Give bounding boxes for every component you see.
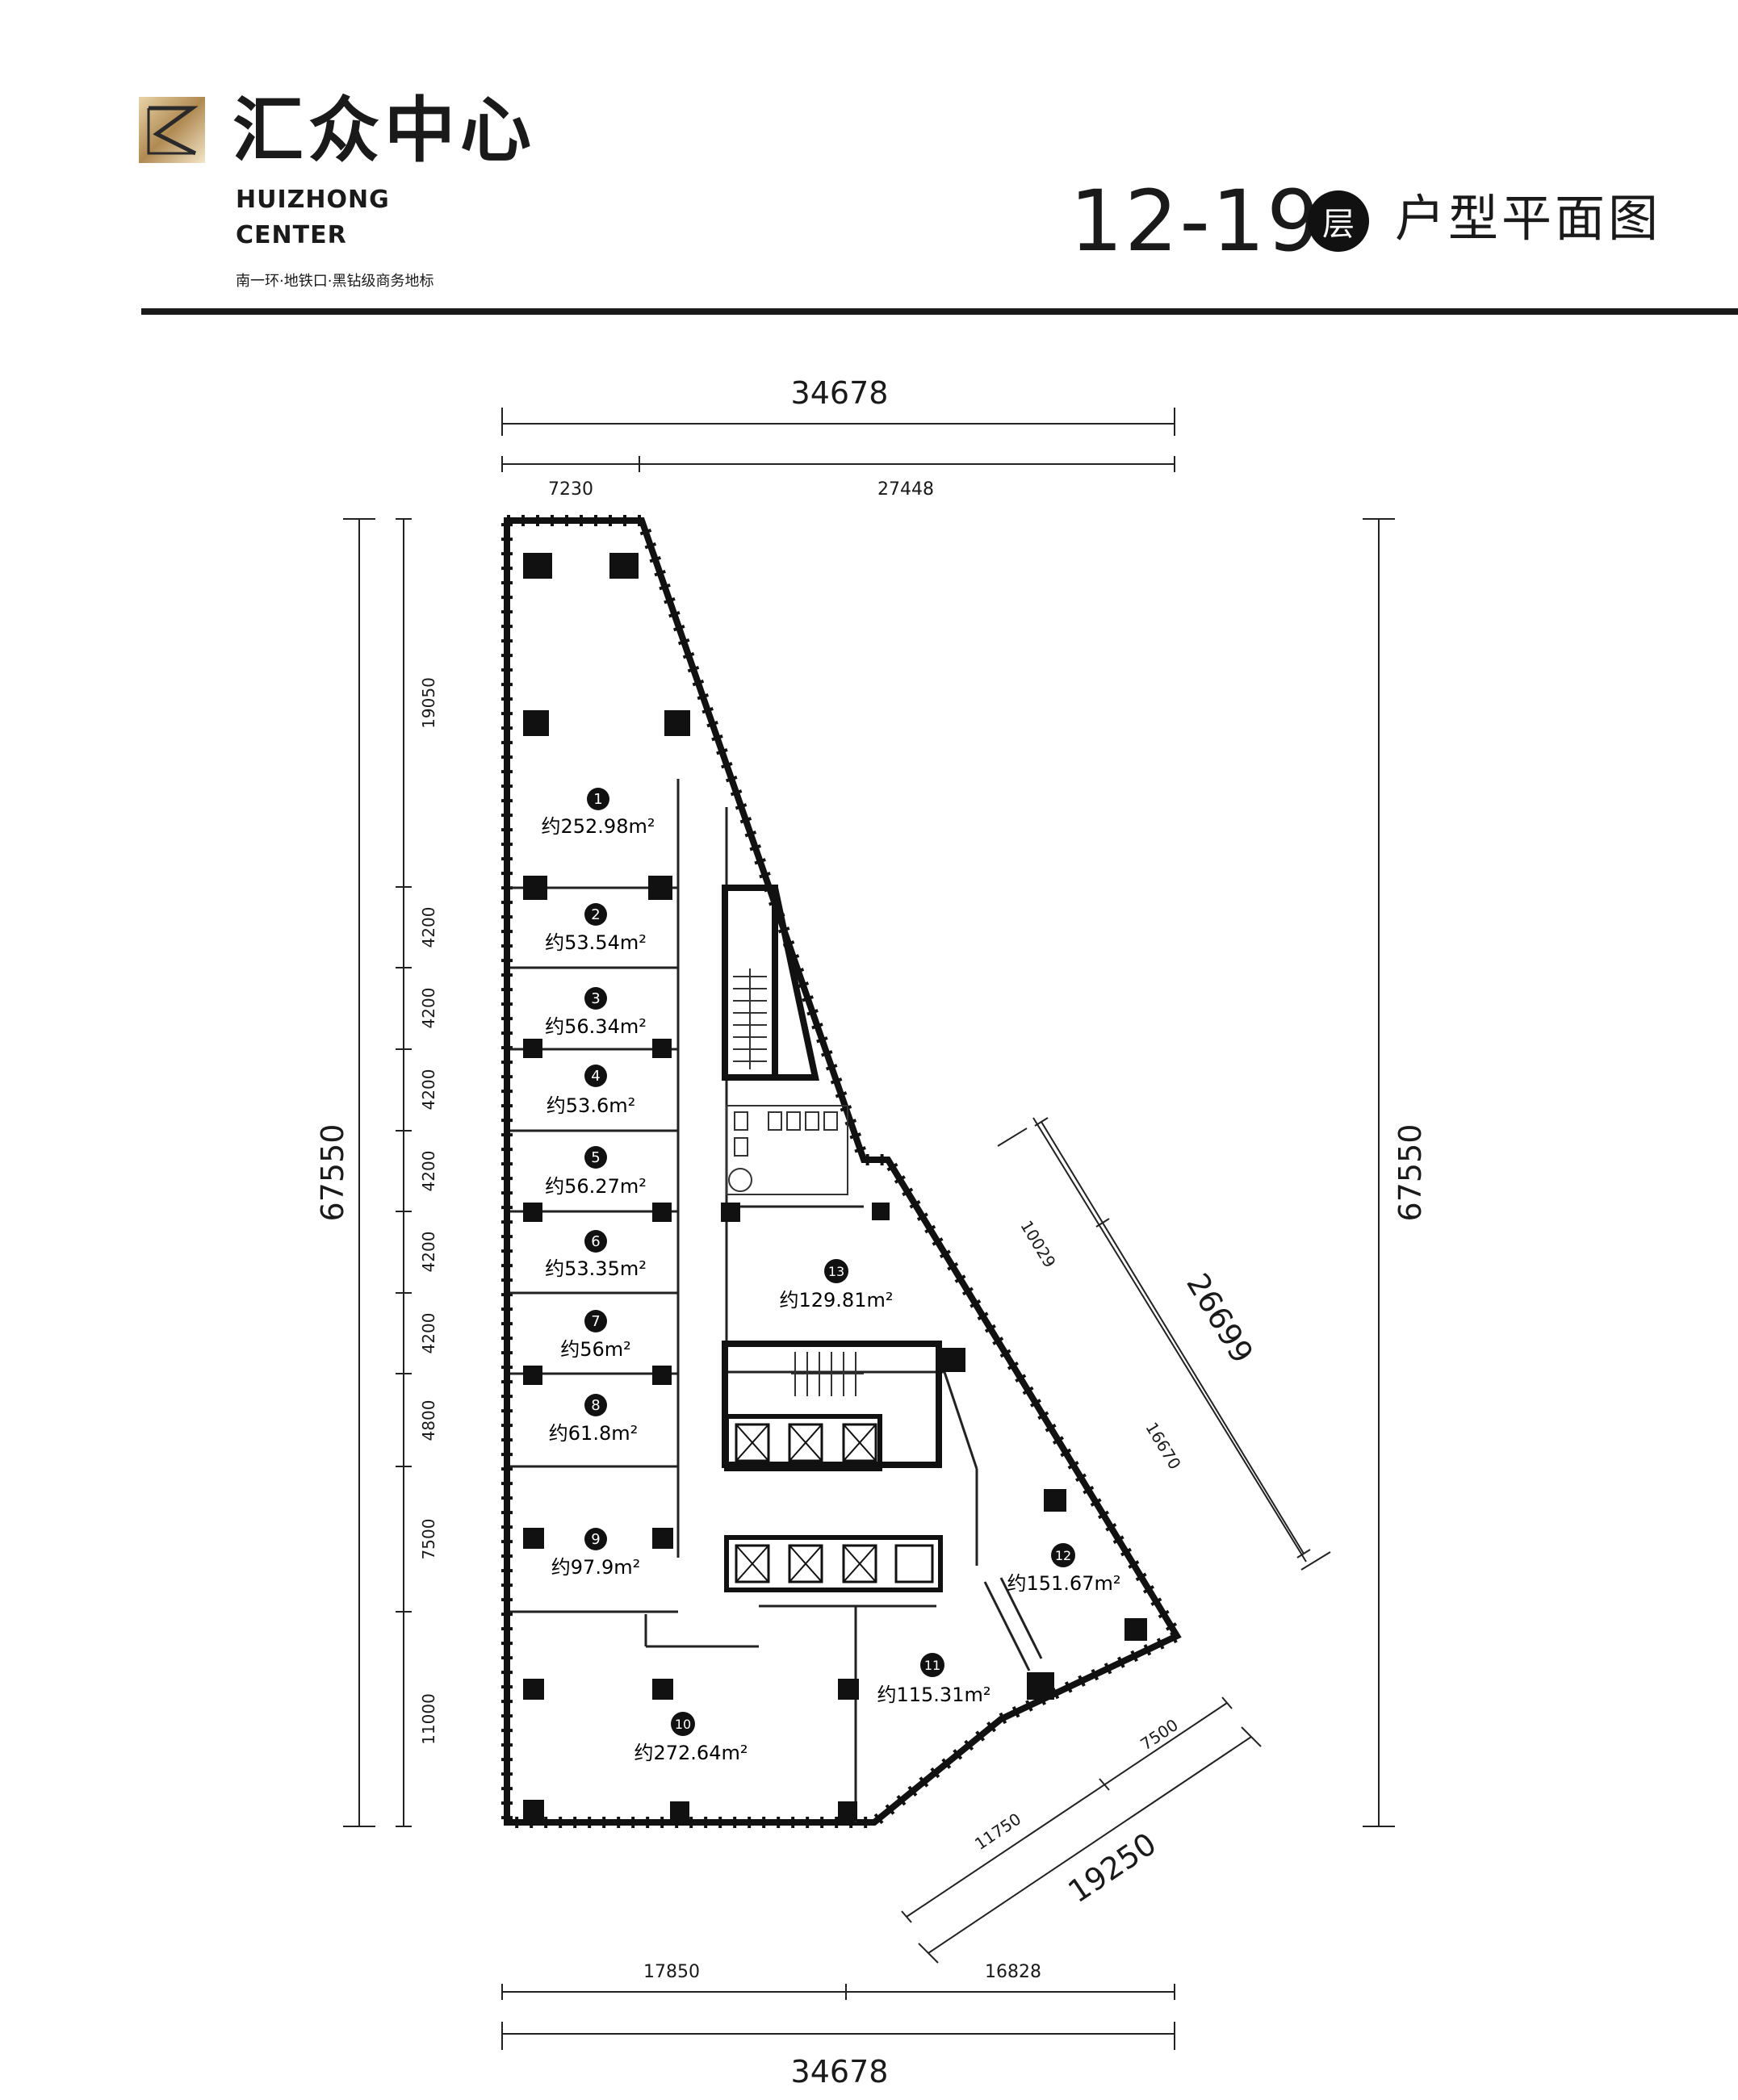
- dim-bottom-right: 16828: [985, 1962, 1041, 1982]
- floor-range: 12-19: [1070, 172, 1322, 270]
- dim-corner-total: 19250: [1062, 1826, 1162, 1910]
- unit-3[interactable]: 3 约56.34m²: [545, 987, 647, 1038]
- unit-9-area: 约97.9m²: [551, 1556, 640, 1579]
- floor-badge: 层: [1308, 190, 1369, 252]
- dim-left-total: 67550: [315, 1124, 350, 1222]
- core: [722, 885, 943, 1592]
- dim-corner-left: 11750: [971, 1809, 1024, 1853]
- dim-left-seg-10: 11000: [419, 1693, 438, 1745]
- svg-text:11: 11: [924, 1658, 940, 1673]
- toilet-fixtures: [728, 1111, 838, 1192]
- svg-text:10: 10: [675, 1717, 691, 1732]
- unit-1[interactable]: 1 约252.98m²: [542, 788, 655, 838]
- unit-11-area: 约115.31m²: [877, 1684, 991, 1706]
- restroom-block: [726, 1105, 848, 1195]
- slogan: 南一环·地铁口·黑钻级商务地标: [236, 273, 434, 290]
- unit-3-area: 约56.34m²: [545, 1015, 647, 1038]
- dimension-labels: 34678 7230 27448 34678 17850 16828 67550…: [315, 375, 1428, 2090]
- dim-diag-lower: 16670: [1141, 1419, 1184, 1473]
- unit-6-area: 约53.35m²: [545, 1257, 647, 1280]
- unit-8-area: 约61.8m²: [549, 1422, 638, 1445]
- unit-13-area: 约129.81m²: [780, 1289, 894, 1311]
- unit-12[interactable]: 12 约151.67m²: [1007, 1543, 1121, 1595]
- elevator-bank-upper: [724, 1414, 882, 1471]
- dim-left-seg-6: 4200: [419, 1232, 438, 1273]
- unit-10-area: 约272.64m²: [634, 1742, 748, 1764]
- unit-labels: 1 约252.98m² 2 约53.54m² 3 约56.34m² 4 约53.…: [542, 788, 1121, 1764]
- logo-english-line1: HUIZHONG: [236, 186, 390, 214]
- header-rule: [141, 308, 1738, 315]
- dim-top-total: 34678: [791, 375, 889, 411]
- svg-text:6: 6: [591, 1233, 600, 1250]
- unit-8[interactable]: 8 约61.8m²: [549, 1394, 638, 1445]
- unit-5-area: 约56.27m²: [545, 1175, 647, 1198]
- logo-english-line2: CENTER: [236, 221, 347, 249]
- dim-left-seg-4: 4200: [419, 1069, 438, 1111]
- unit-4-area: 约53.6m²: [547, 1094, 635, 1117]
- dim-right-total: 67550: [1392, 1124, 1428, 1222]
- dim-left-seg-8: 4800: [419, 1400, 438, 1441]
- building-outline: [504, 517, 1182, 1826]
- unit-7[interactable]: 7 约56m²: [560, 1310, 631, 1361]
- dim-diag-upper: 10029: [1016, 1217, 1059, 1271]
- dim-left-seg-5: 4200: [419, 1151, 438, 1192]
- svg-text:12: 12: [1055, 1548, 1071, 1563]
- dim-left-seg-7: 4200: [419, 1313, 438, 1354]
- unit-4[interactable]: 4 约53.6m²: [547, 1065, 635, 1117]
- dim-left-seg-2: 4200: [419, 907, 438, 948]
- dimension-lines: [343, 408, 1395, 2050]
- svg-text:2: 2: [591, 906, 600, 923]
- dim-left-seg-9: 7500: [419, 1519, 438, 1560]
- unit-2-area: 约53.54m²: [545, 931, 647, 954]
- unit-1-area: 约252.98m²: [542, 815, 655, 838]
- svg-text:4: 4: [591, 1068, 600, 1085]
- logo-mark: [139, 97, 205, 163]
- lower-core: [722, 1341, 942, 1468]
- unit-2[interactable]: 2 约53.54m²: [545, 903, 647, 954]
- elevator-bank-lower: [724, 1535, 943, 1592]
- svg-text:8: 8: [591, 1397, 600, 1414]
- dim-top-right: 27448: [877, 479, 934, 500]
- svg-text:1: 1: [593, 791, 602, 808]
- dim-top-left: 7230: [548, 479, 593, 500]
- lower-stair: [791, 1352, 864, 1396]
- columns: [523, 553, 1147, 1821]
- unit-12-area: 约151.67m²: [1007, 1572, 1121, 1595]
- logo-chinese-name: 汇众中心: [232, 89, 537, 172]
- svg-text:5: 5: [591, 1149, 600, 1166]
- plan-title: 户型平面图: [1395, 189, 1662, 248]
- svg-text:7: 7: [591, 1313, 600, 1330]
- dim-left-seg-1: 19050: [419, 677, 438, 729]
- unit-7-area: 约56m²: [560, 1338, 631, 1361]
- svg-text:9: 9: [591, 1531, 600, 1548]
- dim-diag-total: 26699: [1179, 1267, 1260, 1369]
- unit-13[interactable]: 13 约129.81m²: [780, 1259, 894, 1311]
- svg-text:3: 3: [591, 990, 600, 1007]
- dim-bottom-left: 17850: [643, 1962, 700, 1982]
- dim-bottom-total: 34678: [791, 2054, 889, 2090]
- unit-9[interactable]: 9 约97.9m²: [551, 1528, 640, 1579]
- unit-5[interactable]: 5 约56.27m²: [545, 1146, 647, 1198]
- upper-stair: [733, 968, 767, 1069]
- unit-10[interactable]: 10 约272.64m²: [634, 1712, 748, 1764]
- unit-11[interactable]: 11 约115.31m²: [877, 1653, 991, 1706]
- unit-6[interactable]: 6 约53.35m²: [545, 1230, 647, 1280]
- dim-left-seg-3: 4200: [419, 988, 438, 1029]
- svg-text:13: 13: [828, 1264, 844, 1279]
